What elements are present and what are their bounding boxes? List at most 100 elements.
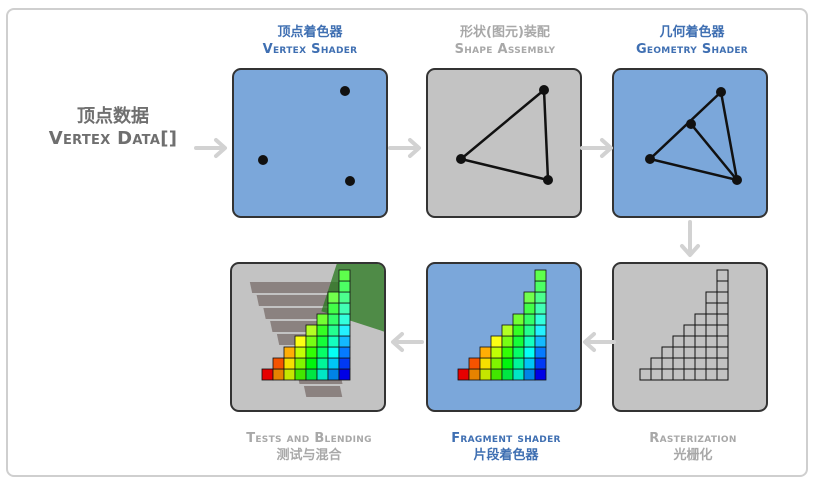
- pixel-cell: [338, 346, 351, 359]
- pixel-cell: [534, 302, 547, 315]
- rasterization-en: Rasterization: [649, 431, 737, 446]
- pixel-cell: [272, 368, 285, 381]
- vertex-shader-label: 顶点着色器 Vertex Shader: [232, 24, 388, 58]
- pixel-cell: [294, 346, 307, 359]
- fragment-grid: [457, 269, 547, 381]
- pixel-cell: [534, 335, 547, 348]
- pixel-cell: [523, 346, 536, 359]
- pixel-cell: [716, 313, 729, 326]
- pixel-cell: [683, 346, 696, 359]
- pixel-cell: [327, 368, 340, 381]
- pixel-cell: [338, 302, 351, 315]
- pixel-cell: [294, 368, 307, 381]
- pixel-cell: [468, 357, 481, 370]
- fragment-shader-en: Fragment shader: [451, 431, 561, 446]
- blended-output: [249, 264, 384, 397]
- pixel-cell: [316, 335, 329, 348]
- pixel-cell: [683, 324, 696, 337]
- pixel-cell: [523, 357, 536, 370]
- pixel-cell: [327, 346, 340, 359]
- pixel-cell: [705, 335, 718, 348]
- fragment-shader-cn: 片段着色器: [473, 448, 539, 463]
- pixel-cell: [490, 335, 503, 348]
- pixel-cell: [683, 357, 696, 370]
- pixel-cell: [716, 324, 729, 337]
- pixel-cell: [694, 346, 707, 359]
- pixel-cell: [672, 346, 685, 359]
- pixel-cell: [512, 357, 525, 370]
- pixel-cell: [316, 346, 329, 359]
- pixel-cell: [716, 357, 729, 370]
- geometry-shader-en: Geometry Shader: [635, 42, 749, 57]
- pixel-cell: [512, 313, 525, 326]
- tests-blending-label: Tests and Blending 测试与混合: [214, 430, 404, 464]
- vertex-data-en: Vertex Data[]: [48, 128, 178, 149]
- pixel-cell: [327, 335, 340, 348]
- pixel-cell: [523, 313, 536, 326]
- rasterization-cn: 光栅化: [673, 448, 713, 463]
- pixel-cell: [490, 346, 503, 359]
- shape-assembly-cn: 形状(图元)装配: [460, 25, 550, 40]
- geometry-shader-label: 几何着色器 Geometry Shader: [604, 24, 780, 58]
- pixel-cell: [523, 291, 536, 304]
- pixel-cell: [338, 280, 351, 293]
- pixel-cell: [534, 291, 547, 304]
- pixel-cell: [683, 335, 696, 348]
- pixel-cell: [694, 368, 707, 381]
- pixel-cell: [534, 368, 547, 381]
- pixel-cell: [523, 302, 536, 315]
- pixel-cell: [327, 302, 340, 315]
- pixel-cell: [305, 324, 318, 337]
- fragment-shader-label: Fragment shader 片段着色器: [420, 430, 592, 464]
- pixel-cell: [327, 291, 340, 304]
- pixel-cell: [327, 357, 340, 370]
- vertex-point: [345, 176, 355, 186]
- pixel-cell: [672, 357, 685, 370]
- pixel-cell: [661, 368, 674, 381]
- pixel-cell: [294, 357, 307, 370]
- pixel-cell: [639, 368, 652, 381]
- pixel-cell: [672, 368, 685, 381]
- pixel-cell: [294, 335, 307, 348]
- pixel-cell: [501, 368, 514, 381]
- pixel-cell: [283, 346, 296, 359]
- pixel-cell: [650, 368, 663, 381]
- pixel-cell: [261, 368, 274, 381]
- pixel-cell: [716, 302, 729, 315]
- pixel-cell: [716, 280, 729, 293]
- pixel-cell: [316, 357, 329, 370]
- vertex-points: [258, 86, 355, 186]
- pixel-cell: [283, 368, 296, 381]
- arrow-raster-to-fragment: [583, 332, 616, 352]
- pixel-cell: [534, 269, 547, 282]
- pixel-cell: [705, 313, 718, 326]
- pixel-cell: [512, 335, 525, 348]
- pixel-cell: [694, 324, 707, 337]
- tests-blending-cn: 测试与混合: [276, 448, 342, 463]
- pixel-cell: [305, 346, 318, 359]
- pixel-cell: [501, 335, 514, 348]
- pixel-cell: [338, 291, 351, 304]
- geometry-shader-box: [612, 68, 768, 218]
- vertex-point: [340, 86, 350, 96]
- raster-grid: [639, 269, 729, 381]
- pixel-cell: [490, 357, 503, 370]
- pixel-cell: [327, 324, 340, 337]
- pixel-cell: [338, 313, 351, 326]
- pixel-cell: [672, 335, 685, 348]
- pixel-cell: [305, 357, 318, 370]
- pixel-cell: [316, 313, 329, 326]
- pixel-cell: [705, 357, 718, 370]
- pixel-cell: [479, 346, 492, 359]
- rasterization-label: Rasterization 光栅化: [610, 430, 776, 464]
- pixel-cell: [705, 291, 718, 304]
- assembled-triangle: [456, 85, 553, 185]
- vertex-data-label: 顶点数据 Vertex Data[]: [28, 106, 198, 150]
- tests-blending-box: [230, 262, 386, 412]
- pixel-cell: [716, 346, 729, 359]
- pixel-cell: [523, 324, 536, 337]
- pixel-cell: [479, 357, 492, 370]
- pixel-cell: [501, 346, 514, 359]
- pixel-cell: [338, 324, 351, 337]
- pixel-cell: [457, 368, 470, 381]
